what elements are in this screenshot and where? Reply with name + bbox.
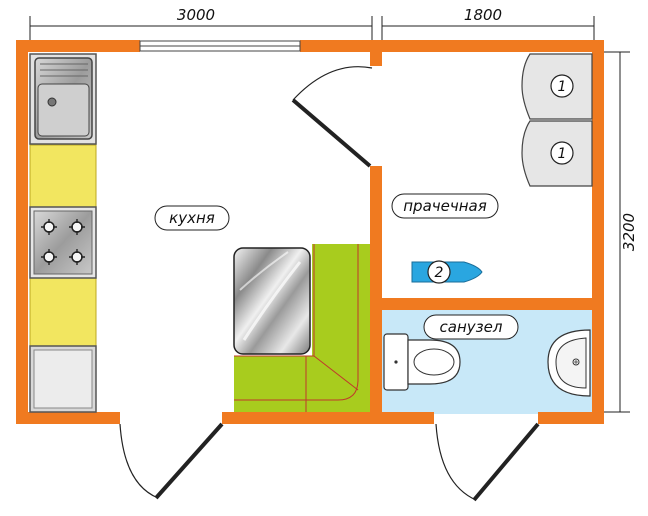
dimension-label-3200: 3200 xyxy=(620,213,638,251)
washer-2-number: 1 xyxy=(558,146,567,162)
laundry-label: прачечная xyxy=(403,197,487,215)
kitchen-inner-door xyxy=(291,66,373,168)
glass-table xyxy=(233,247,311,355)
kitchen-entry-door xyxy=(119,422,224,500)
dimension-label-3000: 3000 xyxy=(177,6,215,24)
sink xyxy=(29,53,97,145)
counter-top xyxy=(29,144,97,208)
bathroom-sink xyxy=(547,329,591,397)
iron-number: 2 xyxy=(435,265,444,281)
window xyxy=(139,40,301,52)
walls xyxy=(16,40,604,424)
washer-2 xyxy=(521,120,593,187)
kitchen-label-box xyxy=(154,205,230,231)
kitchen-label: кухня xyxy=(169,209,215,227)
bathroom-door xyxy=(435,422,540,502)
dimension-label-1800: 1800 xyxy=(464,6,502,24)
counter-bottom xyxy=(29,277,97,347)
fridge xyxy=(29,345,97,413)
washer-1 xyxy=(521,53,593,120)
toilet xyxy=(383,333,461,391)
washer-1-number: 1 xyxy=(558,79,567,95)
corner-bench xyxy=(234,244,370,412)
iron-icon xyxy=(411,260,483,284)
bathroom-label: санузел xyxy=(440,318,503,336)
stove xyxy=(29,206,97,279)
dimension-right xyxy=(600,51,630,413)
bathroom-label-box xyxy=(423,314,519,340)
laundry-label-box xyxy=(391,193,499,219)
